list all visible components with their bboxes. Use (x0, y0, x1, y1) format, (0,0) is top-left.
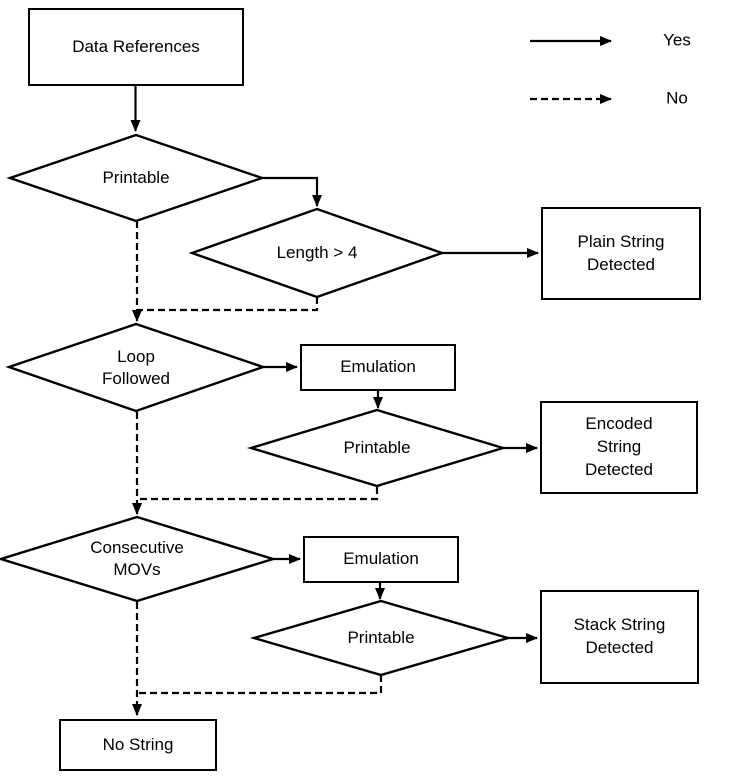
node-encoded-string-detected: Encoded String Detected (540, 401, 698, 494)
node-consecutive-movs-label: Consecutive MOVs (90, 537, 184, 579)
node-no-string: No String (59, 719, 217, 771)
legend-no-label: No (666, 88, 688, 108)
loop-followed-diamond (5, 322, 267, 413)
length-gt-4-diamond (188, 207, 446, 299)
node-data-references: Data References (28, 8, 244, 86)
node-stack-string-detected: Stack String Detected (540, 590, 699, 684)
edge-printable1-yes-to-length (262, 176, 322, 207)
printable3-diamond (249, 599, 513, 677)
node-plain-string-detected: Plain String Detected (541, 207, 701, 300)
edge-length-no-join (137, 297, 319, 312)
node-no-string-label: No String (102, 734, 174, 754)
node-emulation-1-label: Emulation (340, 357, 416, 377)
legend-yes-label: Yes (663, 30, 691, 50)
consecutive-movs-diamond (0, 515, 278, 603)
node-loop-followed-label: Loop Followed (101, 346, 171, 388)
node-printable-3-label: Printable (347, 627, 415, 647)
node-data-references-label: Data References (72, 36, 200, 56)
printable2-diamond (246, 408, 508, 488)
node-emulation-2-label: Emulation (343, 549, 419, 569)
node-length-gt-4-label: Length > 4 (276, 242, 358, 262)
printable1-diamond (6, 133, 266, 223)
node-encoded-string-detected-label: Encoded String Detected (584, 414, 654, 479)
edge-printable3-no-join (137, 675, 383, 695)
node-printable-2-label: Printable (343, 437, 411, 457)
node-printable-1-label: Printable (102, 167, 170, 187)
node-plain-string-detected-label: Plain String Detected (577, 231, 665, 274)
node-emulation-2: Emulation (303, 536, 459, 583)
node-emulation-1: Emulation (300, 344, 456, 391)
node-stack-string-detected-label: Stack String Detected (573, 615, 666, 657)
edge-printable2-no-join (137, 487, 379, 501)
